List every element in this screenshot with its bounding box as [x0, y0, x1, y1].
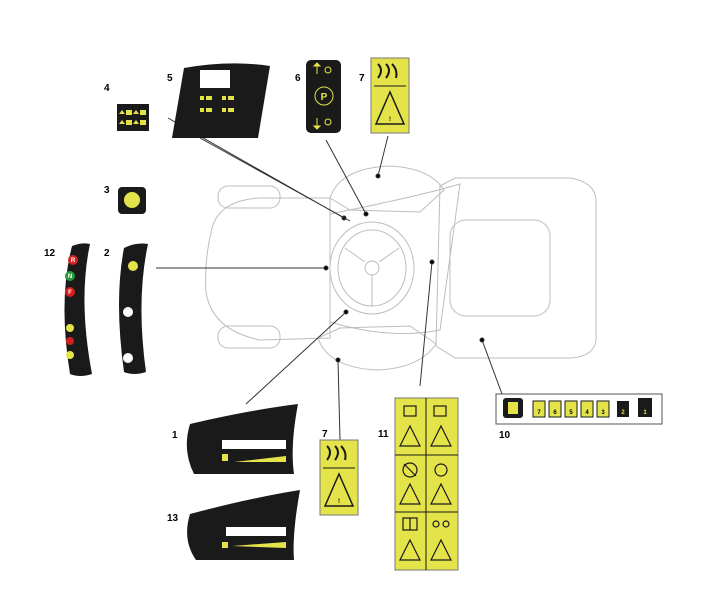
decal-7-top: !: [370, 57, 410, 134]
callout-10: 10: [499, 430, 511, 441]
leader-lines: [156, 117, 503, 441]
callout-11: 11: [378, 429, 389, 440]
mower-hood: [205, 197, 331, 341]
svg-text:P: P: [321, 92, 328, 103]
callout-4: 4: [104, 83, 110, 94]
gear-5: 5: [569, 410, 573, 416]
dash-panel: [329, 183, 461, 335]
steering-wheel-outer: [329, 221, 415, 315]
decal12-letter-n: N: [68, 274, 72, 280]
decal-12: R N F: [64, 243, 92, 376]
decal-6: P: [306, 60, 341, 133]
rear-body: [435, 177, 597, 359]
steering-spokes: [344, 247, 400, 306]
callout-2: 2: [104, 248, 110, 259]
decal12-letter-r: R: [71, 258, 76, 264]
decal-11: [394, 397, 459, 571]
gear-7: 7: [537, 410, 541, 416]
decal-7-bottom: !: [319, 439, 359, 516]
front-wheel-right: [217, 325, 281, 349]
mower-outline: [205, 165, 597, 371]
fender-top: [329, 165, 445, 213]
decal-3: [118, 187, 146, 214]
gear-2: 2: [621, 410, 625, 416]
callout-1: 1: [172, 430, 178, 441]
gear-6: 6: [553, 410, 557, 416]
decal-2: [119, 243, 148, 374]
seat: [449, 219, 551, 317]
svg-text:!: !: [338, 499, 340, 505]
callout-7-bottom: 7: [322, 429, 328, 440]
decal12-letter-f: F: [68, 290, 72, 296]
gear-3: 3: [601, 410, 605, 416]
decal-5: [172, 63, 270, 138]
callout-numbers: 1 2 3 4 5 6 7 7 10 11 12 13: [44, 73, 511, 524]
callout-5: 5: [167, 73, 173, 84]
callout-13: 13: [167, 513, 179, 524]
decal-4: [117, 104, 149, 131]
steering-hub: [364, 260, 380, 276]
gear-chips: [532, 398, 652, 418]
decal-1: [186, 404, 298, 474]
fender-bottom: [317, 325, 437, 371]
decal-10: 7 6 5 4 3 2 1: [495, 393, 663, 425]
svg-text:!: !: [389, 117, 391, 123]
callout-6: 6: [295, 73, 301, 84]
front-wheel-left: [217, 185, 281, 209]
gear-4: 4: [585, 410, 589, 416]
callout-7-top: 7: [359, 73, 365, 84]
callout-12: 12: [44, 248, 56, 259]
decal-13: [187, 490, 300, 560]
callout-3: 3: [104, 185, 110, 196]
gear-1: 1: [643, 410, 647, 416]
